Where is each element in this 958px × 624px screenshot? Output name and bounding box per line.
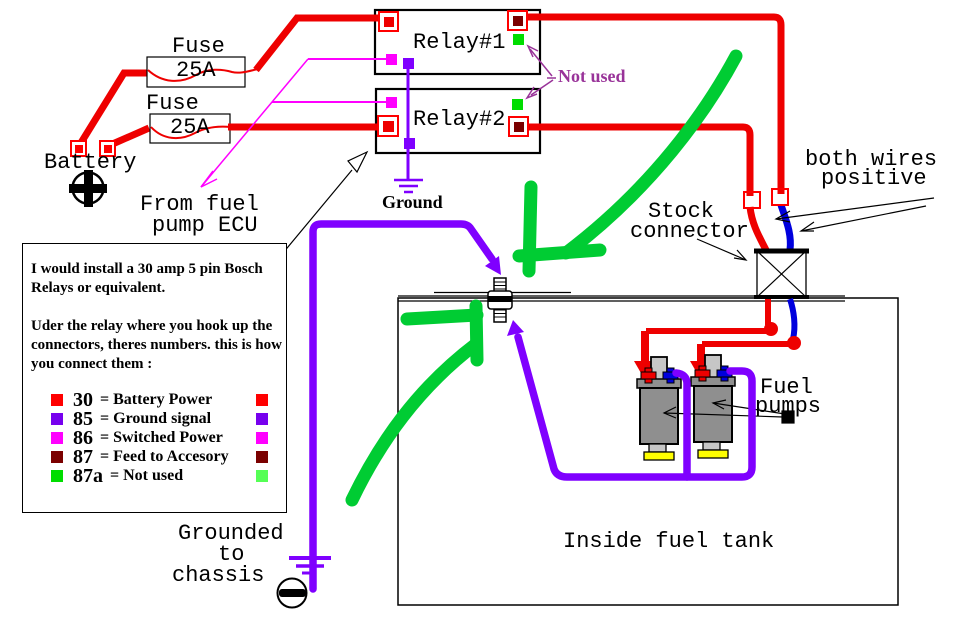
relay2-label: Relay#2 <box>413 107 506 132</box>
grounded-label-line1: Grounded <box>178 521 284 546</box>
legend-row: 87 = Feed to Accesory <box>51 445 279 468</box>
relay-output-wires <box>522 13 785 252</box>
from-ecu-label-line1: From fuel <box>140 192 259 217</box>
ground-label: Ground <box>382 192 443 212</box>
legend-swatch-86-right <box>256 432 268 444</box>
relay1-pins <box>378 10 528 69</box>
legend-row: 30 = Battery Power <box>51 388 279 411</box>
legend-desc-87: = Feed to Accesory <box>100 448 229 465</box>
legend-swatch-86-left <box>51 432 63 444</box>
fuel-pump-right <box>690 354 736 459</box>
legend-pin-30: 30 <box>73 388 93 411</box>
wire-junction-dots <box>764 322 801 350</box>
legend-swatch-30-left <box>51 394 63 406</box>
fuel-pump-left <box>636 356 682 461</box>
legend-swatch-87a-left <box>51 470 63 482</box>
legend-row: 86 = Switched Power <box>51 426 279 449</box>
tank-red-wiring <box>641 299 790 363</box>
blue-wire-upper <box>777 203 794 251</box>
relay2-pins <box>377 97 529 149</box>
legend-desc-87a: = Not used <box>110 467 184 484</box>
relay-ground-wire <box>394 62 423 194</box>
legend-swatch-87a-right <box>256 470 268 482</box>
note-line: you connect them : <box>31 356 153 372</box>
ground-wire-pumps <box>514 333 756 481</box>
battery-label: Battery <box>44 150 137 175</box>
legend-pin-87: 87 <box>73 445 93 468</box>
inside-fuel-tank-label: Inside fuel tank <box>563 529 775 554</box>
tank-blue-wire <box>787 298 798 340</box>
fuse-to-relay-wires <box>228 14 386 131</box>
chassis-ground-icon <box>276 556 331 609</box>
fuel-pumps-label-line1: Fuel <box>760 375 813 400</box>
grounded-label-line3: chassis <box>172 563 265 588</box>
note-line: Uder the relay where you hook up the <box>31 318 273 334</box>
legend-pin-85: 85 <box>73 407 93 430</box>
legend-swatch-85-left <box>51 413 63 425</box>
fuse2-label: Fuse <box>146 91 199 116</box>
fuse1-label: Fuse <box>172 34 225 59</box>
fuse1-rating: 25A <box>176 58 216 83</box>
legend-pin-87a: 87a <box>73 464 103 487</box>
battery-to-fuse-wires <box>76 69 151 150</box>
grounded-label-line2: to <box>218 542 245 567</box>
green-highlight-arrows <box>345 49 743 507</box>
fuse2-box <box>149 113 232 144</box>
stock-connector-box <box>754 248 809 299</box>
not-used-label: Not used <box>558 66 626 86</box>
purple-arrowhead-lower <box>507 320 524 336</box>
note-line: connectors, theres numbers. this is how <box>31 337 282 353</box>
not-used-arrows <box>525 44 556 100</box>
ground-wire-chassis <box>309 220 496 593</box>
legend-desc-85: = Ground signal <box>100 410 212 427</box>
both-wires-pointers <box>774 197 935 232</box>
legend-swatch-87-right <box>256 451 268 463</box>
relay1-label: Relay#1 <box>413 30 506 55</box>
note-box: I would install a 30 amp 5 pin Bosch Rel… <box>22 243 287 513</box>
grounding-bolt-icon <box>487 277 513 323</box>
pump-right-positive-terminal-icon <box>694 365 711 382</box>
ecu-trigger-wires <box>200 58 386 188</box>
both-wires-label-line1: both wires <box>805 147 938 172</box>
legend-pin-86: 86 <box>73 426 93 449</box>
stock-connector-pointer <box>696 238 748 261</box>
purple-arrowhead-upper <box>485 256 501 275</box>
pump-left-positive-terminal-icon <box>640 367 657 384</box>
legend-row: 87a = Not used <box>51 464 279 487</box>
battery-terminals <box>70 140 116 157</box>
battery-positive-icon <box>69 170 107 207</box>
legend-desc-30: = Battery Power <box>100 391 213 408</box>
fuse1-box <box>146 56 259 88</box>
legend-swatch-87-left <box>51 451 63 463</box>
legend-swatch-30-right <box>256 394 268 406</box>
legend-swatch-85-right <box>256 413 268 425</box>
note-line: Relays or equivalent. <box>31 280 166 296</box>
stock-connector-label-line1: Stock <box>648 199 715 224</box>
legend-desc-86: = Switched Power <box>100 429 223 446</box>
legend-row: 85 = Ground signal <box>51 407 279 430</box>
note-line: I would install a 30 amp 5 pin Bosch <box>31 261 263 277</box>
fuel-pumps-label-line2: pumps <box>755 394 822 419</box>
both-wires-label-line2: positive <box>821 166 927 191</box>
stock-connector-label-line2: connector <box>630 219 749 244</box>
stock-connector-terminals <box>743 188 789 209</box>
from-ecu-label-line2: pump ECU <box>152 213 258 238</box>
fuse2-rating: 25A <box>170 115 210 140</box>
